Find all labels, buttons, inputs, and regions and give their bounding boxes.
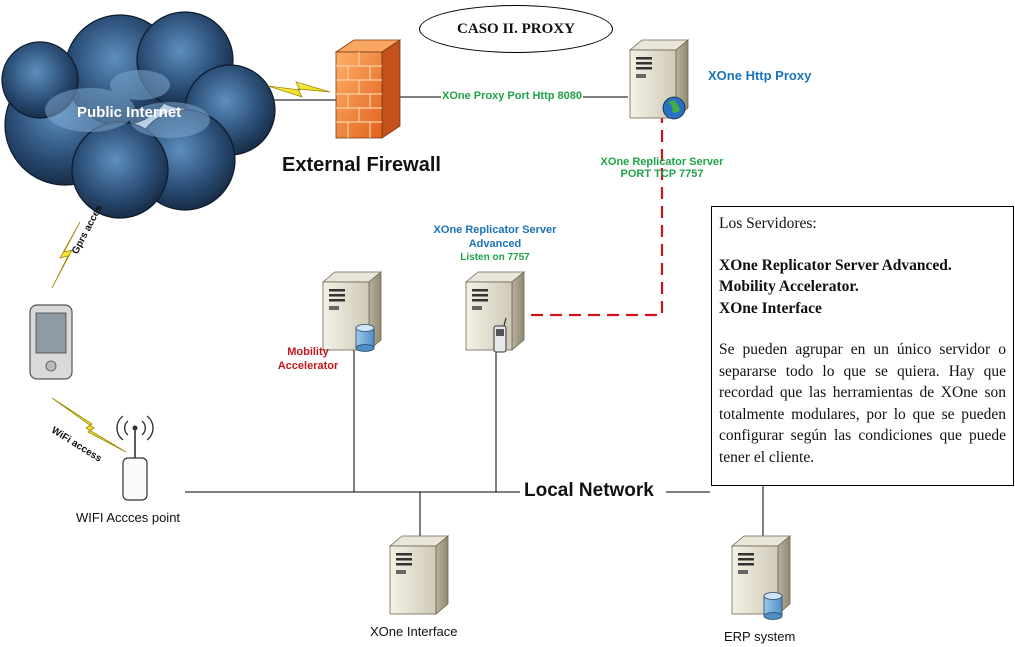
replicator-label-line3: Listen on 7757 (460, 252, 530, 263)
network-links (185, 96, 764, 540)
bolt-gprs-icon (51, 221, 81, 289)
replicator-label: XOne Replicator Server Advanced Listen o… (418, 223, 572, 265)
replicator-server-icon (465, 271, 525, 353)
bolt-wifi-icon (51, 397, 127, 453)
replicator-port-line1: XOne Replicator Server (600, 156, 724, 168)
public-internet-cloud (1, 11, 276, 219)
erp-server-icon (731, 535, 791, 620)
wifi-ap-label: WIFI Accces point (76, 510, 181, 525)
info-item-replicator: XOne Replicator Server Advanced. (719, 256, 952, 274)
replicator-port-label: XOne Replicator Server PORT TCP 7757 (580, 156, 744, 180)
mobility-label-line2: Accelerator (277, 360, 339, 372)
info-heading: Los Servidores: (719, 215, 817, 232)
replicator-label-line1: XOne Replicator Server (433, 224, 557, 236)
replicator-tcp-link (497, 92, 664, 317)
mobility-label: Mobility Accelerator (268, 345, 348, 373)
proxy-port-label: XOne Proxy Port Http 8080 (441, 90, 583, 102)
info-item-interface: XOne Interface (719, 299, 822, 317)
database-icon (763, 592, 783, 620)
proxy-label: XOne Http Proxy (708, 68, 812, 83)
local-network-label: Local Network (524, 480, 654, 501)
replicator-port-line2: PORT TCP 7757 (620, 168, 704, 180)
info-item-mobility: Mobility Accelerator. (719, 278, 859, 295)
bolt-internet-firewall-icon (267, 81, 331, 98)
mobility-label-line1: Mobility (287, 346, 329, 358)
xone-interface-server-icon (389, 535, 449, 615)
firewall-icon (334, 39, 402, 139)
internet-label: Public Internet (77, 104, 182, 121)
proxy-server-icon (629, 39, 689, 120)
wifi-access-point-icon (116, 415, 154, 501)
erp-label: ERP system (724, 629, 796, 644)
mobile-phone-icon (493, 317, 507, 353)
info-body: Se pueden agrupar en un único servidor o… (719, 341, 1006, 466)
database-icon (355, 324, 375, 352)
replicator-label-line2: Advanced (468, 238, 522, 250)
pda-device-icon (29, 304, 73, 380)
firewall-label: External Firewall (282, 154, 441, 176)
info-box: Los Servidores: XOne Replicator Server A… (711, 206, 1014, 486)
diagram-title: CASO II. PROXY (419, 5, 613, 53)
mobility-accelerator-server-icon (322, 271, 382, 352)
xone-interface-label: XOne Interface (370, 624, 458, 639)
